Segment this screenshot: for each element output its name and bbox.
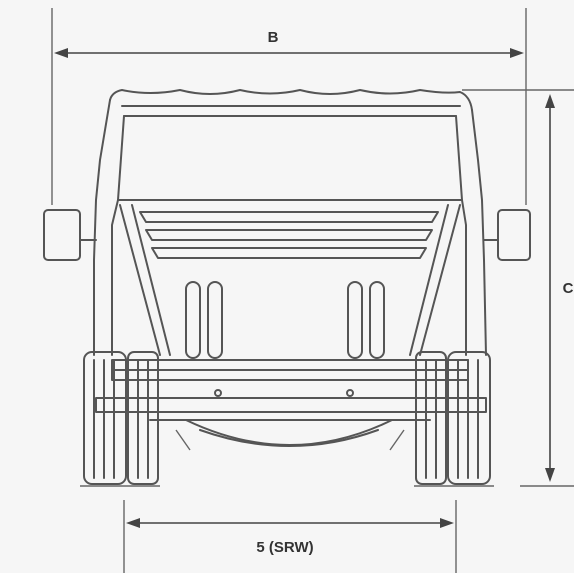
dimension-height: C: [545, 94, 574, 482]
dimension-label-height: C: [563, 280, 574, 297]
exhaust-stacks-right: [347, 281, 385, 359]
extension-lines: [51, 8, 574, 573]
left-mirror: [43, 209, 97, 261]
dimension-width: B: [54, 29, 524, 58]
dimension-track: 5 (SRW): [126, 518, 454, 556]
exhaust-stacks-left: [185, 281, 223, 359]
right-mirror: [483, 209, 531, 261]
rear-axle: [149, 419, 431, 451]
cab-outline: [93, 89, 487, 356]
rear-bumper: [95, 359, 487, 413]
right-wheel-assembly: [415, 351, 491, 485]
rear-body-panel: [111, 199, 467, 356]
left-wheel-assembly: [83, 351, 159, 485]
dimension-label-track: 5 (SRW): [256, 539, 313, 556]
dimension-label-width: B: [268, 29, 279, 46]
